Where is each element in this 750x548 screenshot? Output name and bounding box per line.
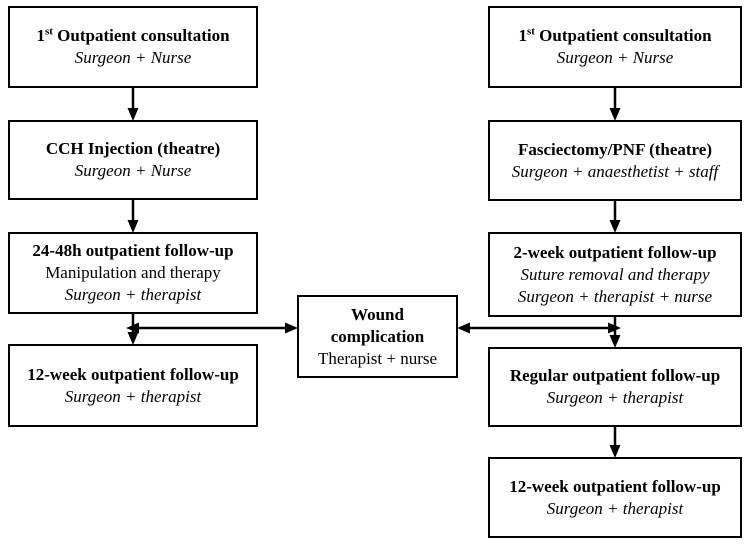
arrow-right-consult-to-surgery xyxy=(609,87,621,121)
box-left-24-48h-follow-up: 24-48h outpatient follow-up Manipulation… xyxy=(8,232,258,314)
box-staff: Surgeon + therapist xyxy=(546,498,684,518)
title-text: Outpatient consultation xyxy=(534,26,712,45)
box-title: 1st Outpatient consultation xyxy=(36,25,229,47)
box-staff: Surgeon + therapist xyxy=(64,285,202,304)
arrow-right-surgery-to-2week xyxy=(609,200,621,233)
title-text: Outpatient consultation xyxy=(52,26,230,45)
box-title: CCH Injection (theatre) xyxy=(45,139,221,158)
box-title: Fasciectomy/PNF (theatre) xyxy=(518,139,712,159)
box-staff: Surgeon + therapist xyxy=(546,388,684,407)
box-title: 2-week outpatient follow-up xyxy=(513,242,717,262)
arrow-right-wound-complication xyxy=(457,322,621,334)
arrow-right-regular-to-12week xyxy=(609,426,621,458)
title-number: 1 xyxy=(518,26,527,45)
box-right-regular-follow-up: Regular outpatient follow-up Surgeon + t… xyxy=(488,347,742,427)
box-staff: Surgeon + Nurse xyxy=(556,48,674,67)
box-staff: Surgeon + anaesthetist + staff xyxy=(511,161,719,181)
box-left-cch-injection: CCH Injection (theatre) Surgeon + Nurse xyxy=(8,120,258,200)
box-title: Regular outpatient follow-up xyxy=(509,366,721,385)
box-right-fasciectomy-pnf: Fasciectomy/PNF (theatre) Surgeon + anae… xyxy=(488,120,742,201)
box-staff: Surgeon + therapist xyxy=(64,386,202,406)
title-number: 1 xyxy=(36,26,45,45)
box-title: Wound complication xyxy=(330,304,425,346)
box-detail: Manipulation and therapy xyxy=(45,263,221,282)
box-staff: Surgeon + Nurse xyxy=(74,48,192,67)
box-right-first-consultation: 1st Outpatient consultation Surgeon + Nu… xyxy=(488,6,742,88)
arrow-left-consult-to-injection xyxy=(127,87,139,121)
box-right-12-week-follow-up: 12-week outpatient follow-up Surgeon + t… xyxy=(488,457,742,538)
box-left-first-consultation: 1st Outpatient consultation Surgeon + Nu… xyxy=(8,6,258,88)
box-title: 12-week outpatient follow-up xyxy=(27,364,239,384)
box-title: 1st Outpatient consultation xyxy=(518,25,711,47)
arrow-left-wound-complication xyxy=(126,322,298,334)
arrow-left-injection-to-followup xyxy=(127,199,139,233)
title-ordinal: st xyxy=(44,25,53,38)
box-staff: Surgeon + Nurse xyxy=(74,161,192,180)
box-title: 12-week outpatient follow-up xyxy=(509,476,721,496)
arrow-left-followup-to-12week xyxy=(127,313,139,345)
box-detail: Suture removal and therapy xyxy=(520,264,710,284)
box-title: 24-48h outpatient follow-up xyxy=(32,241,234,260)
box-staff: Therapist + nurse xyxy=(317,348,438,368)
box-left-12-week-follow-up: 12-week outpatient follow-up Surgeon + t… xyxy=(8,344,258,427)
box-wound-complication: Wound complication Therapist + nurse xyxy=(297,295,458,378)
box-right-2-week-follow-up: 2-week outpatient follow-up Suture remov… xyxy=(488,232,742,317)
box-staff: Surgeon + therapist + nurse xyxy=(517,286,713,306)
title-ordinal: st xyxy=(526,25,535,38)
